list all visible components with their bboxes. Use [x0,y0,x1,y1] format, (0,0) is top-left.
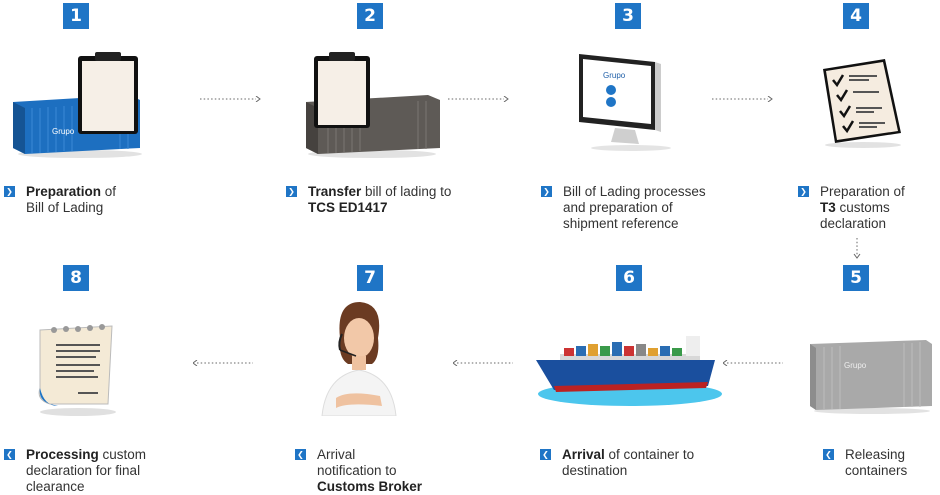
step-6-description: ❮ Arrival of container to destination [540,447,752,479]
step-7-description: ❮ Arrival notification to Customs Broker [295,447,477,495]
chevron-right-icon: ❯ [4,186,15,197]
connector-5-6 [723,360,785,366]
step-3-badge: 3 [615,3,641,29]
chevron-left-icon: ❮ [4,449,15,460]
container-clipboard-illustration: Grupo [10,50,145,160]
step-1-description: ❯ Preparation of Bill of Lading [4,184,186,216]
connector-1-2 [200,96,262,102]
checklist-icon [815,55,905,150]
step-3-description: ❯ Bill of Lading processes and preparati… [541,184,753,232]
step-5-description: ❮ Releasing containers [823,447,935,479]
chevron-right-icon: ❯ [798,186,809,197]
step-4-badge: 4 [843,3,869,29]
step-5-badge: 5 [843,265,869,291]
chevron-right-icon: ❯ [541,186,552,197]
chevron-left-icon: ❮ [295,449,306,460]
svg-text:Grupo: Grupo [603,71,626,80]
connector-3-4 [712,96,774,102]
step-8-description: ❮ Processing custom declaration for fina… [4,447,206,495]
chevron-left-icon: ❮ [823,449,834,460]
operator-icon [318,298,400,417]
svg-text:Grupo: Grupo [844,361,867,370]
step-2-badge: 2 [357,3,383,29]
connector-7-8 [193,360,255,366]
document-icon [28,318,123,418]
gray-container-clipboard-illustration: Grupo [300,50,445,160]
step-4-description: ❯ Preparation of T3 customs declaration [798,184,935,232]
step-7-badge: 7 [357,265,383,291]
svg-text:Grupo: Grupo [52,127,75,136]
ship-icon [530,330,725,410]
step-8-badge: 8 [63,265,89,291]
chevron-left-icon: ❮ [540,449,551,460]
clipboard-icon [78,52,138,134]
container-icon: Grupo [806,338,934,416]
chevron-right-icon: ❯ [286,186,297,197]
monitor-icon: Grupo [575,52,685,152]
step-2-description: ❯ Transfer bill of lading to TCS ED1417 [286,184,498,216]
connector-6-7 [453,360,515,366]
step-6-badge: 6 [616,265,642,291]
step-1-badge: 1 [63,3,89,29]
connector-4-5 [853,238,861,259]
clipboard-icon [314,52,370,128]
connector-2-3 [448,96,510,102]
